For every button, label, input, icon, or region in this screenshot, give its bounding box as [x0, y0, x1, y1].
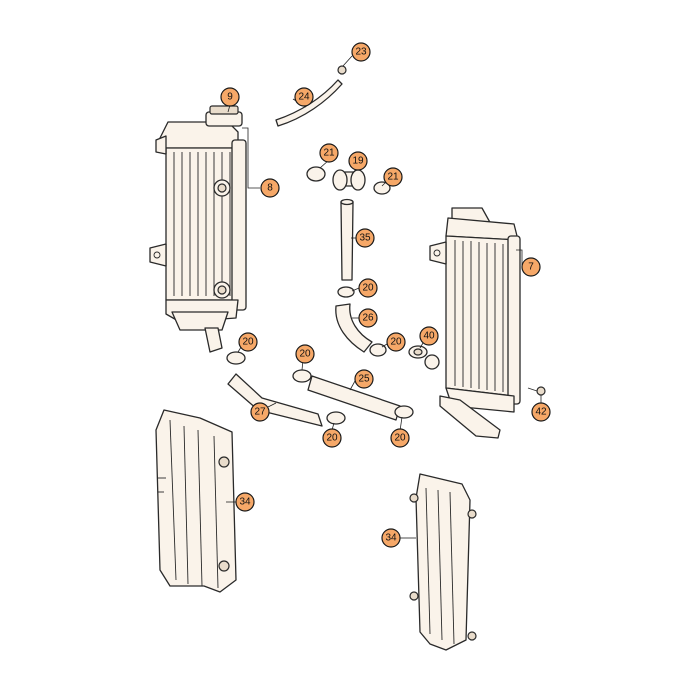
- svg-text:34: 34: [239, 497, 251, 508]
- svg-text:20: 20: [299, 349, 311, 360]
- callout-27: 27: [250, 402, 270, 422]
- callout-24: 24: [294, 87, 314, 107]
- callout-42: 42: [531, 402, 551, 422]
- callout-25: 25: [354, 369, 374, 389]
- callout-9: 9: [220, 87, 240, 107]
- radiator-cap: [205, 105, 243, 127]
- svg-text:20: 20: [326, 433, 338, 444]
- left-radiator: [149, 105, 247, 353]
- svg-text:26: 26: [362, 313, 374, 324]
- svg-text:24: 24: [298, 92, 310, 103]
- left-shroud: [155, 409, 237, 593]
- callout-7: 7: [521, 257, 541, 277]
- svg-text:20: 20: [242, 337, 254, 348]
- callout-20: 20: [322, 428, 342, 448]
- callout-20: 20: [386, 332, 406, 352]
- bolt: [527, 386, 546, 396]
- svg-text:21: 21: [323, 148, 335, 159]
- callout-20: 20: [390, 428, 410, 448]
- callout-21: 21: [383, 167, 403, 187]
- callout-19: 19: [348, 151, 368, 171]
- svg-text:20: 20: [394, 433, 406, 444]
- svg-text:25: 25: [358, 374, 370, 385]
- svg-text:40: 40: [423, 331, 435, 342]
- callout-20: 20: [238, 332, 258, 352]
- svg-text:27: 27: [254, 407, 266, 418]
- svg-text:23: 23: [355, 47, 367, 58]
- svg-text:20: 20: [362, 283, 374, 294]
- callout-21: 21: [319, 143, 339, 163]
- callout-35: 35: [355, 228, 375, 248]
- right-radiator: [424, 207, 521, 439]
- breather-hose: [275, 65, 347, 127]
- callout-8: 8: [260, 178, 280, 198]
- svg-text:9: 9: [227, 92, 233, 103]
- callout-34: 34: [381, 528, 401, 548]
- callout-34: 34: [235, 492, 255, 512]
- svg-text:34: 34: [385, 533, 397, 544]
- right-shroud: [409, 473, 477, 651]
- callout-20: 20: [295, 344, 315, 364]
- grommet: [408, 345, 428, 359]
- callout-20: 20: [358, 278, 378, 298]
- svg-text:20: 20: [390, 337, 402, 348]
- callout-26: 26: [358, 308, 378, 328]
- lower-hose-center: [292, 369, 414, 421]
- t-fitting: [306, 166, 391, 195]
- callouts: 23 9 24 8 21 19 21 35 7 20 26 20 40 20 2…: [220, 42, 551, 548]
- svg-text:7: 7: [528, 262, 534, 273]
- lower-hose-left: [226, 351, 346, 427]
- svg-text:19: 19: [352, 156, 364, 167]
- svg-text:21: 21: [387, 172, 399, 183]
- callout-23: 23: [351, 42, 371, 62]
- callout-40: 40: [419, 326, 439, 346]
- coolant-pipe: [340, 198, 354, 281]
- svg-text:8: 8: [267, 183, 273, 194]
- svg-text:35: 35: [359, 233, 371, 244]
- svg-text:42: 42: [535, 407, 547, 418]
